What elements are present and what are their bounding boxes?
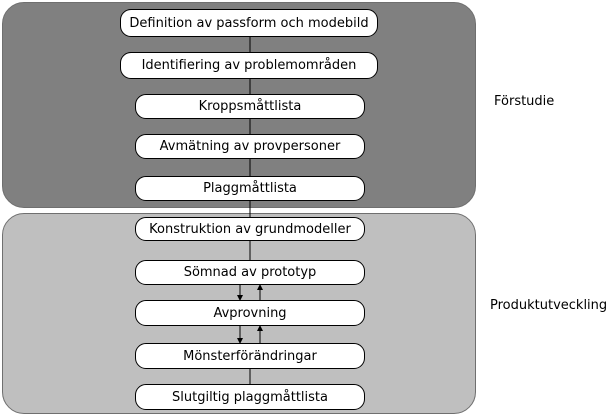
step-prototyp: Sömnad av prototyp — [135, 260, 365, 285]
phase-label-forstudie: Förstudie — [494, 94, 555, 109]
step-passform-modebild: Definition av passform och modebild — [120, 9, 378, 37]
step-avmatning: Avmätning av provpersoner — [135, 134, 365, 159]
step-slutgiltig-plaggmattlista: Slutgiltig plaggmåttlista — [135, 384, 365, 410]
step-monsterforandringar: Mönsterförändringar — [135, 343, 365, 369]
step-kroppsmattlista: Kroppsmåttlista — [135, 94, 365, 119]
step-grundmodeller: Konstruktion av grundmodeller — [135, 217, 365, 241]
step-problemomraden: Identifiering av problemområden — [120, 52, 378, 79]
step-plaggmattlista: Plaggmåttlista — [135, 176, 365, 201]
phase-label-produktutveckling: Produktutveckling — [490, 298, 608, 313]
step-avprovning: Avprovning — [135, 300, 365, 326]
